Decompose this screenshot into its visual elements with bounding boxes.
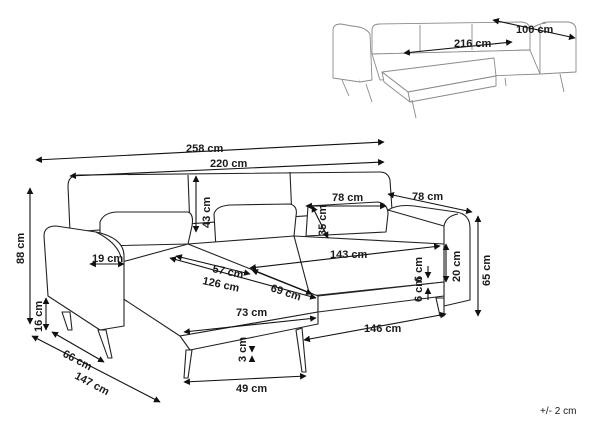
label-220: 220 cm <box>210 158 248 170</box>
label-20: 20 cm <box>451 251 463 282</box>
label-6-bottom: 6 cm <box>413 277 425 302</box>
tolerance-note: +/- 2 cm <box>540 406 576 417</box>
label-65: 65 cm <box>481 255 493 286</box>
label-78-mid: 78 cm <box>332 192 363 204</box>
label-66: 66 cm <box>61 348 94 373</box>
dim-line-220 <box>69 158 385 180</box>
dim-line-146 <box>303 311 447 343</box>
dimension-labels: 258 cm 220 cm 88 cm 43 cm 19 cm 57 cm 12… <box>15 143 576 417</box>
dim-line-258 <box>35 139 385 163</box>
corner-sofa-illustration <box>43 171 471 379</box>
label-19: 19 cm <box>92 253 123 265</box>
label-49: 49 cm <box>236 383 267 395</box>
dim-line-69 <box>251 269 313 295</box>
label-100: 100 cm <box>516 24 554 36</box>
label-16: 16 cm <box>33 301 45 332</box>
label-88: 88 cm <box>15 233 27 264</box>
dim-line-73 <box>183 315 317 335</box>
label-73: 73 cm <box>236 307 267 319</box>
label-43: 43 cm <box>201 197 213 228</box>
dim-line-143 <box>249 243 441 271</box>
label-3: 3 cm <box>237 337 249 362</box>
label-143: 143 cm <box>330 249 368 261</box>
dim-line-100 <box>492 18 576 40</box>
dim-line-35 <box>311 205 329 239</box>
dim-line-78-right <box>387 192 473 214</box>
label-146: 146 cm <box>364 323 402 335</box>
label-216: 216 cm <box>454 38 492 50</box>
dim-line-216 <box>403 39 513 56</box>
dim-line-147 <box>31 335 161 403</box>
label-78-right: 78 cm <box>412 191 443 203</box>
label-35: 35 cm <box>317 205 329 236</box>
dim-line-49 <box>183 372 307 386</box>
label-258: 258 cm <box>186 143 224 155</box>
sofa-bed-illustration <box>332 21 577 119</box>
dimension-lines <box>26 139 482 403</box>
label-6-top: 6 cm <box>413 257 425 282</box>
